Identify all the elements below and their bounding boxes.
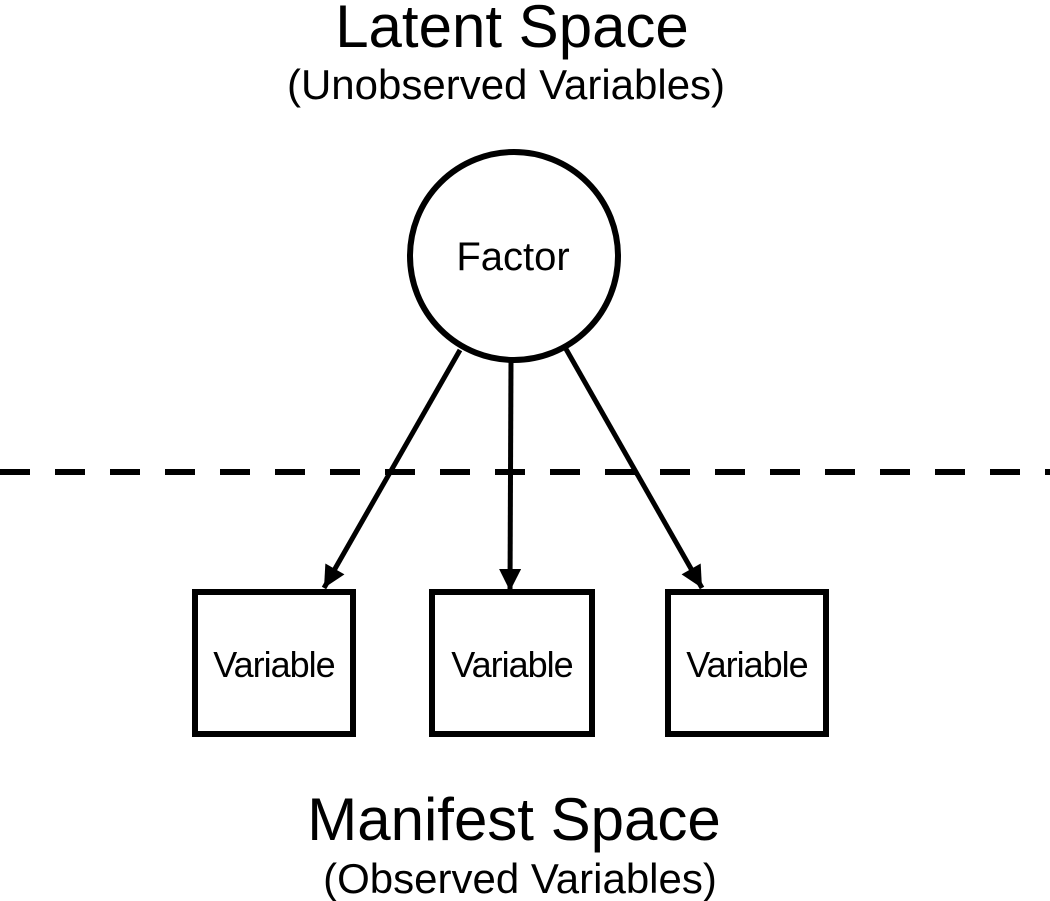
- factor-label: Factor: [456, 235, 569, 279]
- variable-box-2: Variable: [429, 589, 595, 737]
- manifest-space-subtitle: (Observed Variables): [323, 855, 717, 901]
- factor-node: Factor: [407, 149, 621, 363]
- variable-rect-3: [665, 589, 829, 737]
- latent-space-subtitle: (Unobserved Variables): [287, 61, 725, 108]
- variable-label-2: Variable: [451, 644, 572, 685]
- arrow-factor-to-variable-center: [499, 360, 522, 592]
- variable-rect-2: [429, 589, 595, 737]
- factor-circle: [407, 149, 621, 363]
- variable-box-1: Variable: [192, 589, 356, 737]
- manifest-space-title: Manifest Space: [307, 786, 721, 853]
- variable-box-3: Variable: [665, 589, 829, 737]
- variable-rect-1: [192, 589, 356, 737]
- latent-space-title: Latent Space: [335, 0, 689, 60]
- arrow-factor-to-variable-right: [563, 347, 705, 590]
- variable-label-1: Variable: [213, 644, 334, 685]
- variable-label-3: Variable: [686, 644, 807, 685]
- arrow-factor-to-variable-left: [321, 348, 463, 590]
